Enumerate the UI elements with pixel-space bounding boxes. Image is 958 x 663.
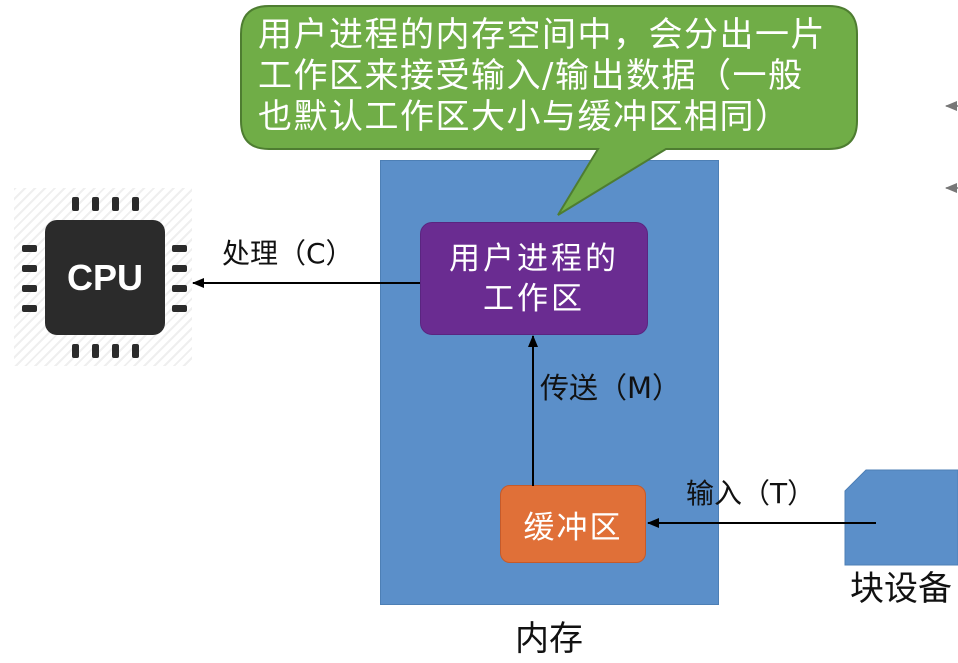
cpu-pin	[132, 197, 139, 211]
callout-line-2: 工作区来接受输入/输出数据（一般	[258, 56, 804, 96]
cpu-pin	[172, 285, 187, 292]
callout-line-3: 也默认工作区大小与缓冲区相同）	[258, 97, 791, 137]
transfer-label: 传送（M）	[540, 371, 682, 405]
memory-label: 内存	[515, 619, 583, 659]
cpu-pin	[92, 197, 99, 211]
cpu-label: CPU	[66, 256, 143, 298]
cpu-pin	[72, 197, 79, 211]
workspace-label-line-2: 工作区	[483, 280, 585, 317]
callout-line-1: 用户进程的内存空间中，会分出一片	[258, 15, 826, 55]
block-device-label: 块设备	[850, 569, 952, 609]
buffer-box: 缓冲区	[500, 485, 646, 563]
user-process-workspace: 用户进程的 工作区	[420, 222, 648, 335]
cpu-pin	[22, 285, 37, 292]
block-device-shape	[844, 469, 958, 566]
cpu-pin	[112, 344, 119, 358]
cpu-pin	[22, 265, 37, 272]
cpu-pin	[72, 344, 79, 358]
cpu-pin	[172, 245, 187, 252]
cpu-pin	[92, 344, 99, 358]
buffer-label: 缓冲区	[523, 509, 623, 546]
process-label: 处理（C）	[222, 237, 354, 270]
cpu-pin	[22, 245, 37, 252]
workspace-label-line-1: 用户进程的	[449, 240, 619, 277]
input-label: 输入（T）	[686, 477, 816, 510]
callout-text: 用户进程的内存空间中，会分出一片 工作区来接受输入/输出数据（一般 也默认工作区…	[258, 15, 826, 138]
cpu-pin	[112, 197, 119, 211]
cpu-chip-body: CPU	[45, 220, 165, 335]
callout-bubble	[240, 5, 858, 216]
cpu-pin	[132, 344, 139, 358]
cpu-pin	[22, 305, 37, 312]
cpu-pin	[172, 265, 187, 272]
cpu-pin	[172, 305, 187, 312]
